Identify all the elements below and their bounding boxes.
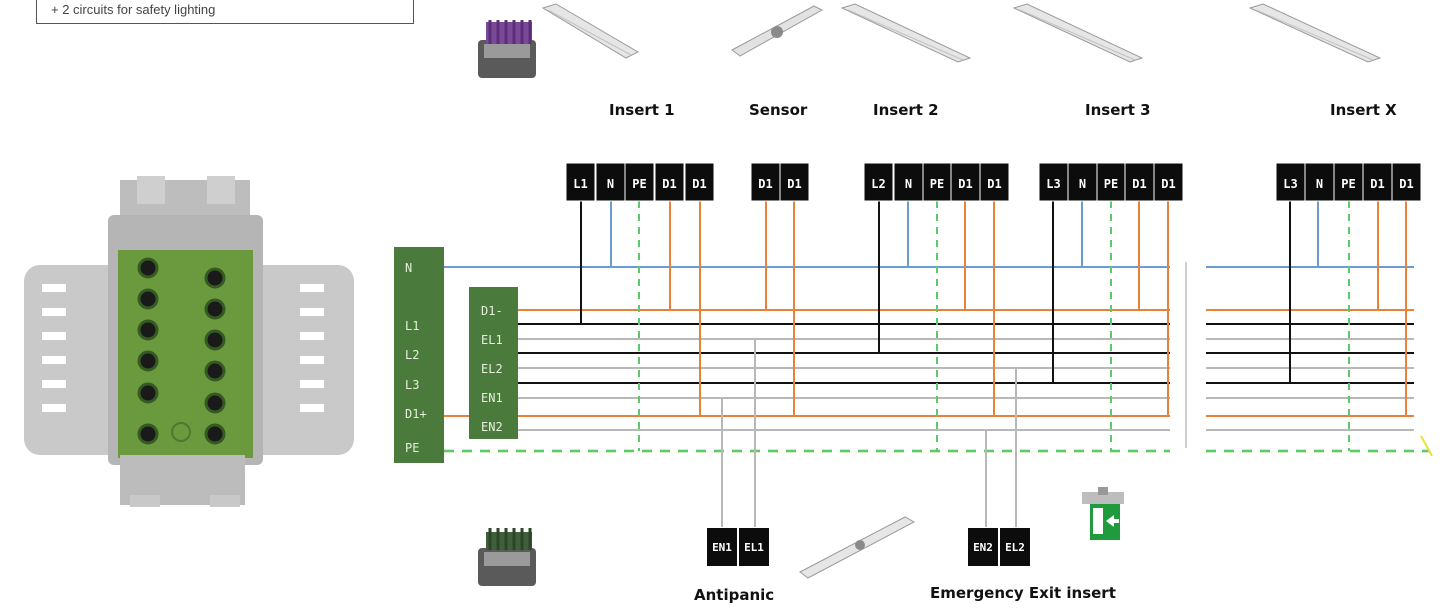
terminal-label: L2 [871,177,885,191]
terminal-pe [1096,162,1126,202]
bus-label-l3: L3 [405,378,419,392]
circuit-note-text: + 2 circuits for safety lighting [51,2,216,17]
terminal-d1 [1362,162,1393,202]
terminal-d1 [750,162,781,202]
terminal-d1 [979,162,1010,202]
terminal-pe [624,162,655,202]
terminal-label: PE [930,177,944,191]
bus-label-en2: EN2 [481,420,503,434]
bus-label-d1minus: D1- [481,304,503,318]
terminal-d1 [1391,162,1422,202]
terminal-label: D1 [1399,177,1413,191]
terminal-label: PE [1341,177,1355,191]
terminal-label: L1 [573,177,587,191]
terminal-pe [1333,162,1364,202]
insert-2-label: Insert 2 [873,101,939,119]
bus-label-d1plus: D1+ [405,407,427,421]
bus-right-block [469,287,518,439]
terminal-label: D1 [758,177,772,191]
terminal-label: D1 [1132,177,1146,191]
bus-label-el1: EL1 [481,333,503,347]
bus-label-n: N [405,261,412,275]
terminal-en2: EN2 [967,527,999,567]
bus-left-block [394,247,444,463]
terminal-label: PE [632,177,646,191]
terminal-label: N [1316,177,1323,191]
terminal-el1: EL1 [738,527,770,567]
emergency-exit-label: Emergency Exit insert [930,584,1116,602]
terminal-block-icon [24,176,354,507]
terminal-label: D1 [662,177,676,191]
pe-end [1420,435,1433,457]
emergency-module-icon [478,528,536,586]
linear-luminaire-icon [541,3,640,59]
linear-luminaire-icon [1248,3,1382,63]
dali-module-icon [478,20,536,78]
terminal-label: D1 [1161,177,1175,191]
bus-label-pe: PE [405,441,419,455]
terminal-label: L3 [1046,177,1060,191]
linear-luminaire-icon [840,3,972,63]
insert-3-label: Insert 3 [1085,101,1151,119]
terminal-l3 [1038,162,1069,202]
terminal-d1 [654,162,685,202]
terminal-d1 [684,162,715,202]
terminal-l1 [565,162,596,202]
sensor-label: Sensor [749,101,808,119]
linear-luminaire-icon [799,516,916,579]
terminal-d1 [779,162,810,202]
terminal-d1 [1153,162,1184,202]
terminal-label: D1 [987,177,1001,191]
terminal-label: L3 [1283,177,1297,191]
bus-label-l1: L1 [405,319,419,333]
terminal-label: N [607,177,614,191]
bus-label-en1: EN1 [481,391,503,405]
bus-label-l2: L2 [405,348,419,362]
sensor-luminaire-icon [731,5,824,57]
terminal-n [595,162,626,202]
insert-1-label: Insert 1 [609,101,675,119]
circuit-note-box: + 2 circuits for safety lighting [36,0,414,24]
terminal-label: D1 [692,177,706,191]
exit-sign-icon [1082,487,1124,540]
terminal-label: PE [1104,177,1118,191]
terminal-d1 [950,162,981,202]
antipanic-label: Antipanic [694,586,775,604]
insert-x-label: Insert X [1330,101,1397,119]
terminal-en1: EN1 [706,527,738,567]
terminal-label: N [905,177,912,191]
terminal-n [1067,162,1098,202]
terminal-el2: EL2 [999,527,1031,567]
bus-label-el2: EL2 [481,362,503,376]
terminal-label: D1 [958,177,972,191]
terminal-l2 [863,162,894,202]
terminal-label: N [1079,177,1086,191]
linear-luminaire-icon [1012,3,1144,63]
terminal-label: D1 [1370,177,1384,191]
terminal-label: D1 [787,177,801,191]
